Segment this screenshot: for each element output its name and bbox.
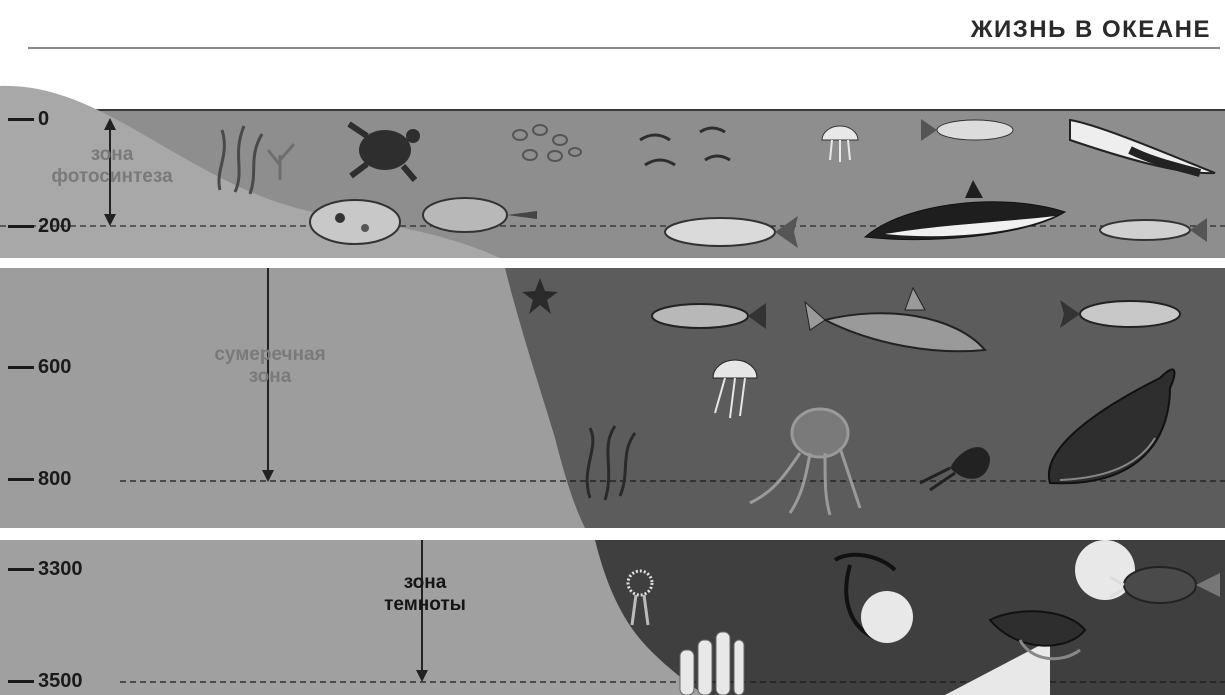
page-title: ЖИЗНЬ В ОКЕАНЕ <box>971 16 1211 44</box>
bioluminescent-glow <box>861 591 913 643</box>
title-divider <box>28 47 1220 49</box>
depth-tick-3500: 3500 <box>8 670 83 693</box>
depth-tick-0: 0 <box>8 108 49 131</box>
continental-slope <box>0 540 705 695</box>
depth-tick-200: 200 <box>8 215 71 238</box>
depth-tick-800: 800 <box>8 468 71 491</box>
depth-tick-3300: 3300 <box>8 558 83 581</box>
depth-tick-600: 600 <box>8 356 71 379</box>
pufferfish-icon <box>310 200 400 244</box>
continental-slope <box>0 268 585 528</box>
